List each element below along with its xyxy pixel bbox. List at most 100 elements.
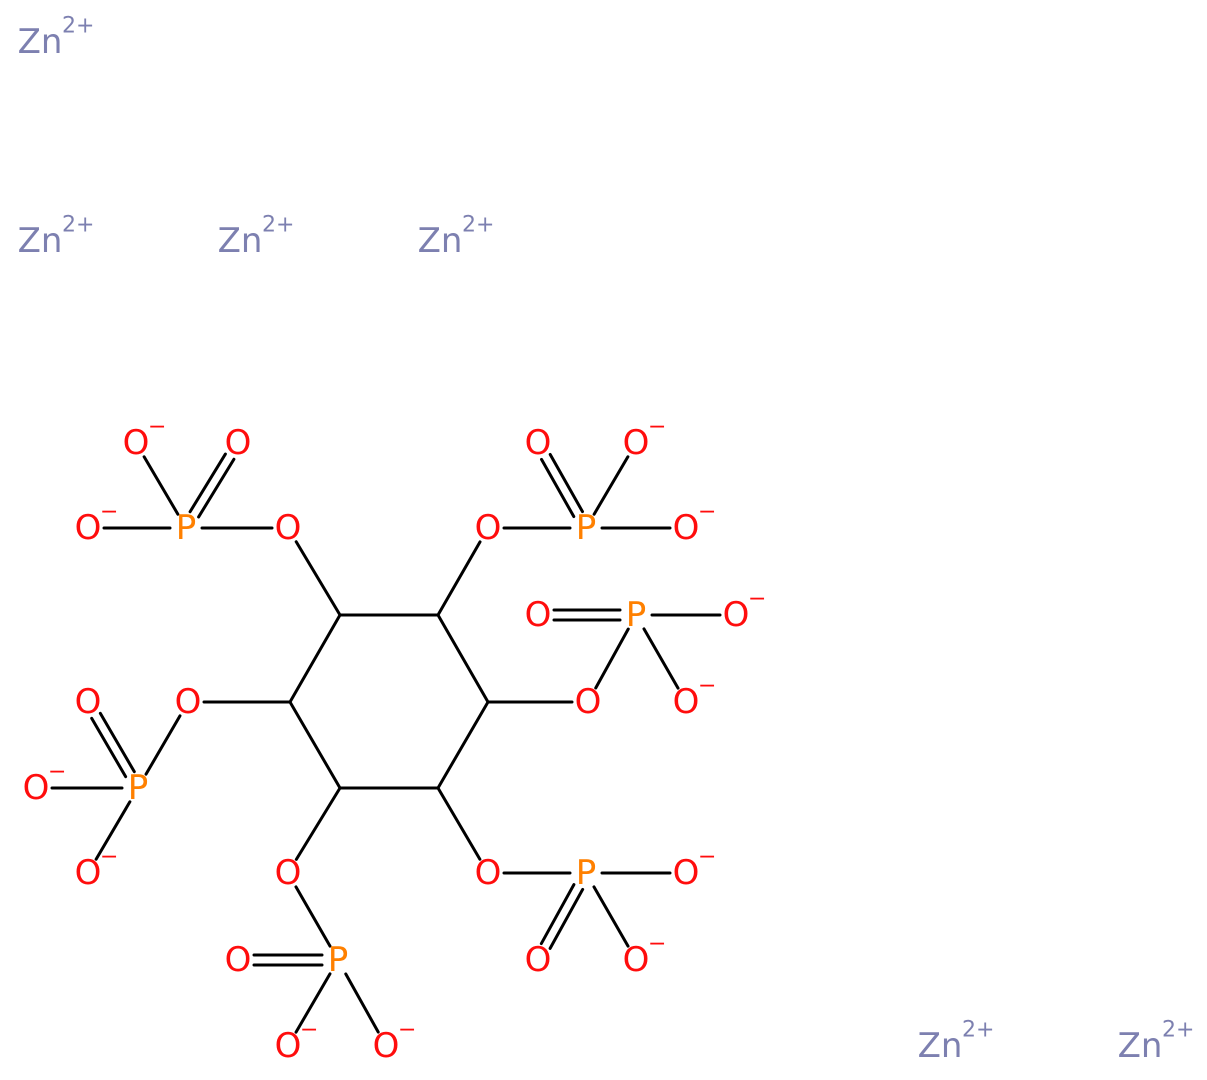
phosphate-group-3-p-o2-bond: [642, 627, 680, 690]
phosphate-group-3-anion-oxygen-1: O−: [723, 587, 767, 636]
phosphate-group-5-phosphorus-symbol: P: [576, 853, 597, 893]
phosphate-group-4-p-o2-bond: [94, 800, 132, 861]
ring-bond-2: [436, 613, 490, 704]
phosphate-group-4-double-oxygen-symbol: O: [75, 682, 102, 722]
phosphate-group-4-bridge-oxygen: O: [175, 682, 202, 722]
phosphate-group-4-bridge-oxygen-symbol: O: [175, 682, 202, 722]
phosphate-group-3-anion-oxygen-2-symbol: O: [673, 682, 700, 722]
phosphate-group-2-anion-oxygen-2: O−: [673, 500, 717, 549]
phosphate-group-1-anion-oxygen-2-symbol: O: [75, 508, 102, 548]
phosphate-group-6-p-o1-bond: [294, 972, 332, 1034]
bond-layer: [50, 452, 722, 1034]
phosphate-group-6-anion-oxygen-2-charge: −: [398, 1018, 416, 1043]
ring-bond-6: [288, 613, 342, 704]
ring-bond-3: [436, 700, 490, 790]
phosphate-group-2-anion-oxygen-2-symbol: O: [673, 508, 700, 548]
phosphate-group-4-anion-oxygen-1-symbol: O: [23, 768, 50, 808]
phosphate-group-3-phosphorus-symbol: P: [626, 595, 647, 635]
phosphate-group-6-anion-oxygen-1: O−: [275, 1018, 319, 1067]
phosphate-group-6-ring-o-bond: [294, 786, 342, 861]
phosphate-group-3-anion-oxygen-1-symbol: O: [723, 595, 750, 635]
phosphate-group-5-p-double-o-bond-a: [539, 883, 576, 946]
phosphate-group-5-anion-oxygen-1-charge: −: [698, 845, 716, 870]
phosphate-group-1-bridge-oxygen-symbol: O: [275, 508, 302, 548]
phosphate-group-4-double-oxygen: O: [75, 682, 102, 722]
ring-bond-5: [288, 700, 342, 790]
phosphate-group-5-phosphorus: P: [576, 853, 597, 893]
zinc-ion-5-charge: 2+: [962, 1018, 994, 1043]
phosphate-group-5-anion-oxygen-2: O−: [623, 932, 667, 981]
phosphate-group-1-anion-oxygen-1-charge: −: [148, 415, 166, 440]
phosphate-group-4-phosphorus-symbol: P: [128, 768, 149, 808]
zinc-ion-3-charge: 2+: [262, 213, 294, 238]
zinc-ion-1-symbol: Zn: [18, 22, 63, 62]
phosphate-group-4-anion-oxygen-2-charge: −: [100, 845, 118, 870]
phosphate-group-3-anion-oxygen-2: O−: [673, 674, 717, 723]
phosphate-group-4-anion-oxygen-2-symbol: O: [75, 853, 102, 893]
phosphate-group-4-p-double-o-bond-a: [98, 711, 136, 774]
phosphate-group-5-bridge-oxygen-symbol: O: [475, 853, 502, 893]
phosphate-group-1-p-double-o-bond-b: [188, 452, 227, 514]
phosphate-group-1-anion-oxygen-1: O−: [123, 415, 167, 464]
phosphate-group-6-anion-oxygen-1-charge: −: [300, 1018, 318, 1043]
phosphate-group-6-p-o2-bond: [344, 972, 380, 1034]
phosphate-group-6-bridge-oxygen-symbol: O: [275, 853, 302, 893]
phosphate-group-5-anion-oxygen-1-symbol: O: [673, 853, 700, 893]
phosphate-group-6-anion-oxygen-2-symbol: O: [373, 1026, 400, 1066]
phosphate-group-2-p-double-o-bond-a: [548, 452, 584, 514]
zinc-ion-1-charge: 2+: [62, 14, 94, 39]
phosphate-group-2-phosphorus: P: [576, 508, 597, 548]
phosphate-group-2-anion-oxygen-1: O−: [623, 415, 667, 464]
phosphate-group-4-p-double-o-bond-b: [90, 716, 128, 779]
phosphate-group-5-anion-oxygen-2-charge: −: [648, 932, 666, 957]
phosphate-group-1-bridge-oxygen: O: [275, 508, 302, 548]
phosphate-group-4-anion-oxygen-1: O−: [23, 760, 67, 809]
phosphate-group-5-bridge-oxygen: O: [475, 853, 502, 893]
phosphate-group-3-anion-oxygen-1-charge: −: [748, 587, 766, 612]
zinc-ion-4-symbol: Zn: [418, 221, 463, 261]
phosphate-group-4-phosphorus: P: [128, 768, 149, 808]
phosphate-group-2-anion-oxygen-2-charge: −: [698, 500, 716, 525]
phosphate-group-2-p-double-o-bond-b: [540, 457, 576, 519]
phosphate-group-1-anion-oxygen-1-symbol: O: [123, 423, 150, 463]
phosphate-group-2-phosphorus-symbol: P: [576, 508, 597, 548]
zinc-ion-5-symbol: Zn: [918, 1026, 963, 1066]
phosphate-group-6-phosphorus: P: [328, 940, 349, 980]
phosphate-group-1-double-oxygen: O: [225, 423, 252, 463]
phosphate-group-3-phosphorus: P: [626, 595, 647, 635]
phosphate-group-3-double-oxygen: O: [525, 595, 552, 635]
phosphate-group-6-phosphorus-symbol: P: [328, 940, 349, 980]
phosphate-group-6-o-p-bond: [294, 885, 332, 948]
phosphate-group-5-anion-oxygen-2-symbol: O: [623, 940, 650, 980]
phosphate-group-4-o-p-bond: [144, 714, 182, 776]
phosphate-group-2-ring-o-bond: [436, 540, 482, 617]
phosphate-group-1-p-double-o-bond-a: [197, 457, 236, 519]
zinc-ion-3-symbol: Zn: [218, 221, 263, 261]
phosphate-group-3-anion-oxygen-2-charge: −: [698, 674, 716, 699]
phosphate-group-1-anion-oxygen-2-charge: −: [100, 500, 118, 525]
phosphate-group-6-anion-oxygen-1-symbol: O: [275, 1026, 302, 1066]
phosphate-group-1-phosphorus-symbol: P: [176, 508, 197, 548]
phosphate-group-6-double-oxygen: O: [225, 940, 252, 980]
phosphate-group-3-o-p-bond: [594, 627, 630, 690]
phosphate-group-6-double-oxygen-symbol: O: [225, 940, 252, 980]
phosphate-group-2-anion-oxygen-1-charge: −: [648, 415, 666, 440]
phosphate-group-3-bridge-oxygen-symbol: O: [575, 682, 602, 722]
phosphate-group-1-p-o1-bond: [142, 455, 180, 516]
zinc-ion-2-charge: 2+: [62, 213, 94, 238]
zinc-ion-4-charge: 2+: [462, 213, 494, 238]
phosphate-group-6-anion-oxygen-2: O−: [373, 1018, 417, 1067]
phosphate-group-3-double-oxygen-symbol: O: [525, 595, 552, 635]
zinc-ion-2-symbol: Zn: [18, 221, 63, 261]
phosphate-group-6-bridge-oxygen: O: [275, 853, 302, 893]
phosphate-group-2-p-o1-bond: [592, 455, 630, 516]
phosphate-group-5-p-double-o-bond-b: [548, 887, 585, 950]
zinc-ion-6-charge: 2+: [1162, 1018, 1194, 1043]
